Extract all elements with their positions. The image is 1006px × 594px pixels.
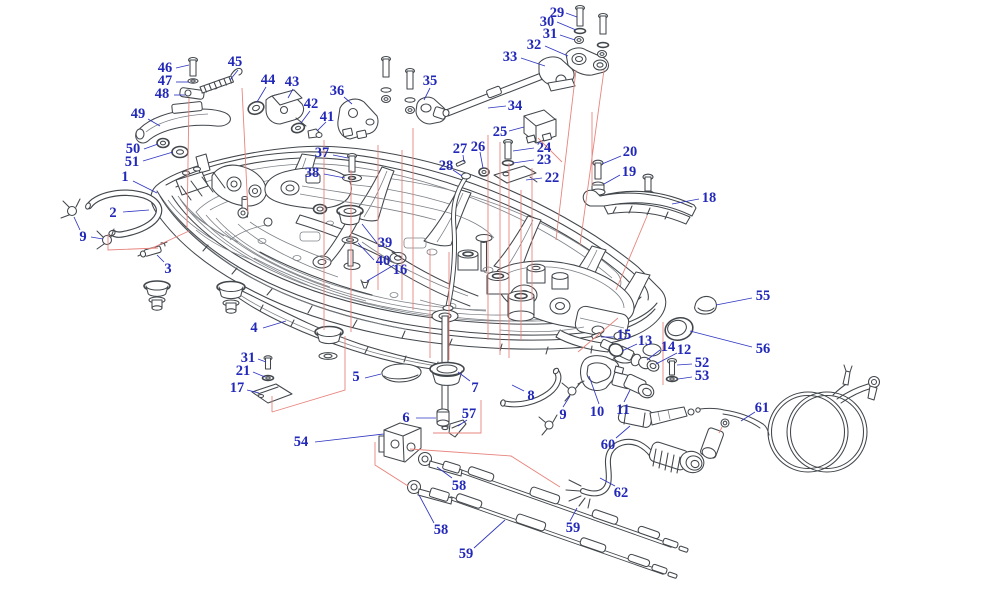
- svg-text:45: 45: [228, 54, 243, 70]
- svg-text:9: 9: [559, 407, 566, 423]
- svg-text:40: 40: [376, 253, 391, 269]
- svg-text:61: 61: [755, 400, 770, 416]
- svg-text:21: 21: [236, 363, 251, 379]
- svg-text:30: 30: [540, 14, 555, 30]
- svg-text:28: 28: [439, 158, 454, 174]
- svg-text:20: 20: [623, 144, 638, 160]
- svg-text:6: 6: [402, 410, 409, 426]
- svg-text:19: 19: [622, 164, 637, 180]
- svg-text:42: 42: [304, 96, 319, 112]
- svg-text:60: 60: [601, 437, 616, 453]
- svg-text:39: 39: [378, 235, 393, 251]
- svg-text:31: 31: [241, 350, 256, 366]
- svg-text:11: 11: [616, 402, 630, 418]
- svg-text:38: 38: [305, 165, 320, 181]
- svg-text:29: 29: [550, 5, 565, 21]
- svg-text:18: 18: [702, 190, 717, 206]
- svg-text:34: 34: [508, 98, 523, 114]
- svg-text:52: 52: [695, 355, 710, 371]
- svg-text:12: 12: [677, 342, 692, 358]
- svg-text:59: 59: [566, 520, 581, 536]
- svg-text:51: 51: [125, 154, 140, 170]
- svg-text:49: 49: [131, 106, 146, 122]
- svg-text:10: 10: [590, 404, 605, 420]
- svg-text:16: 16: [393, 262, 408, 278]
- svg-text:4: 4: [250, 320, 257, 336]
- svg-text:59: 59: [459, 546, 474, 562]
- svg-text:46: 46: [158, 60, 173, 76]
- svg-text:7: 7: [471, 380, 478, 396]
- svg-text:55: 55: [756, 288, 771, 304]
- svg-text:27: 27: [453, 141, 468, 157]
- svg-text:36: 36: [330, 83, 345, 99]
- svg-text:31: 31: [543, 26, 558, 42]
- svg-text:9: 9: [79, 229, 86, 245]
- svg-text:15: 15: [617, 327, 632, 343]
- svg-text:22: 22: [545, 170, 560, 186]
- svg-text:41: 41: [320, 109, 335, 125]
- svg-text:57: 57: [462, 406, 477, 422]
- svg-text:26: 26: [471, 139, 486, 155]
- svg-text:8: 8: [527, 388, 534, 404]
- svg-text:43: 43: [285, 74, 300, 90]
- svg-text:23: 23: [537, 152, 552, 168]
- svg-text:48: 48: [155, 86, 170, 102]
- svg-text:2: 2: [109, 205, 116, 221]
- svg-text:44: 44: [261, 72, 276, 88]
- svg-text:24: 24: [537, 140, 552, 156]
- svg-text:54: 54: [294, 434, 309, 450]
- svg-text:5: 5: [352, 369, 359, 385]
- svg-text:56: 56: [756, 341, 771, 357]
- svg-text:53: 53: [695, 368, 710, 384]
- svg-text:14: 14: [661, 339, 676, 355]
- svg-text:25: 25: [493, 124, 508, 140]
- svg-text:33: 33: [503, 49, 518, 65]
- svg-text:58: 58: [452, 478, 467, 494]
- svg-text:3: 3: [164, 261, 171, 277]
- svg-text:37: 37: [315, 145, 330, 161]
- svg-text:32: 32: [527, 37, 542, 53]
- svg-text:35: 35: [423, 73, 438, 89]
- svg-text:62: 62: [614, 485, 629, 501]
- svg-text:58: 58: [434, 522, 449, 538]
- svg-text:47: 47: [158, 73, 173, 89]
- svg-text:17: 17: [230, 380, 245, 396]
- svg-text:13: 13: [638, 333, 653, 349]
- svg-text:50: 50: [126, 141, 141, 157]
- svg-text:1: 1: [121, 169, 128, 185]
